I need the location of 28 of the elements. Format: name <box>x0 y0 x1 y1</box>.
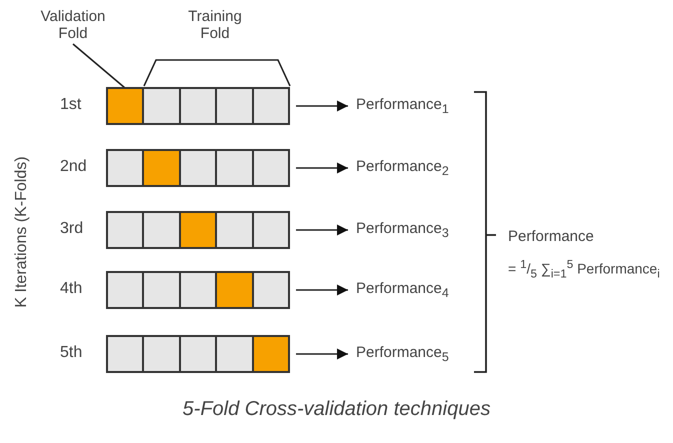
iteration-label: 4th <box>60 280 82 298</box>
performance-label: Performance$_{1}$ <box>356 96 449 116</box>
arrow <box>296 284 348 296</box>
performance-label: Performance$_{4}$ <box>356 280 449 300</box>
fold-label: Validation Fold <box>28 8 118 42</box>
iteration-label: 3rd <box>60 220 84 238</box>
fold-row <box>106 335 290 373</box>
performance-label: Performance$_{5}$ <box>356 344 449 364</box>
fold-row <box>106 211 290 249</box>
arrow <box>296 348 348 360</box>
leader-line <box>72 43 127 90</box>
performance-label: Performance$_{2}$ <box>356 158 449 178</box>
iteration-label: 2nd <box>60 158 87 176</box>
axis-title: K Iterations (K-Folds) <box>13 156 31 308</box>
result-label: Performance <box>508 228 594 245</box>
iteration-label: 5th <box>60 344 82 362</box>
arrow <box>296 224 348 236</box>
formula: = $^{1}$/$_{5}$ ∑$_{i=1}$$^{5}$ Performance$_{i}$ <box>508 258 660 280</box>
iteration-label: 1st <box>60 96 82 114</box>
fold-label: Training Fold <box>187 8 243 42</box>
performance-label: Performance$_{3}$ <box>356 220 449 240</box>
arrow <box>296 162 348 174</box>
arrow <box>296 100 348 112</box>
caption: 5-Fold Cross-validation techniques <box>182 398 492 421</box>
validation-fold-cell <box>108 89 144 123</box>
fold-row <box>106 87 290 125</box>
fold-row <box>106 149 290 187</box>
fold-row <box>106 271 290 309</box>
